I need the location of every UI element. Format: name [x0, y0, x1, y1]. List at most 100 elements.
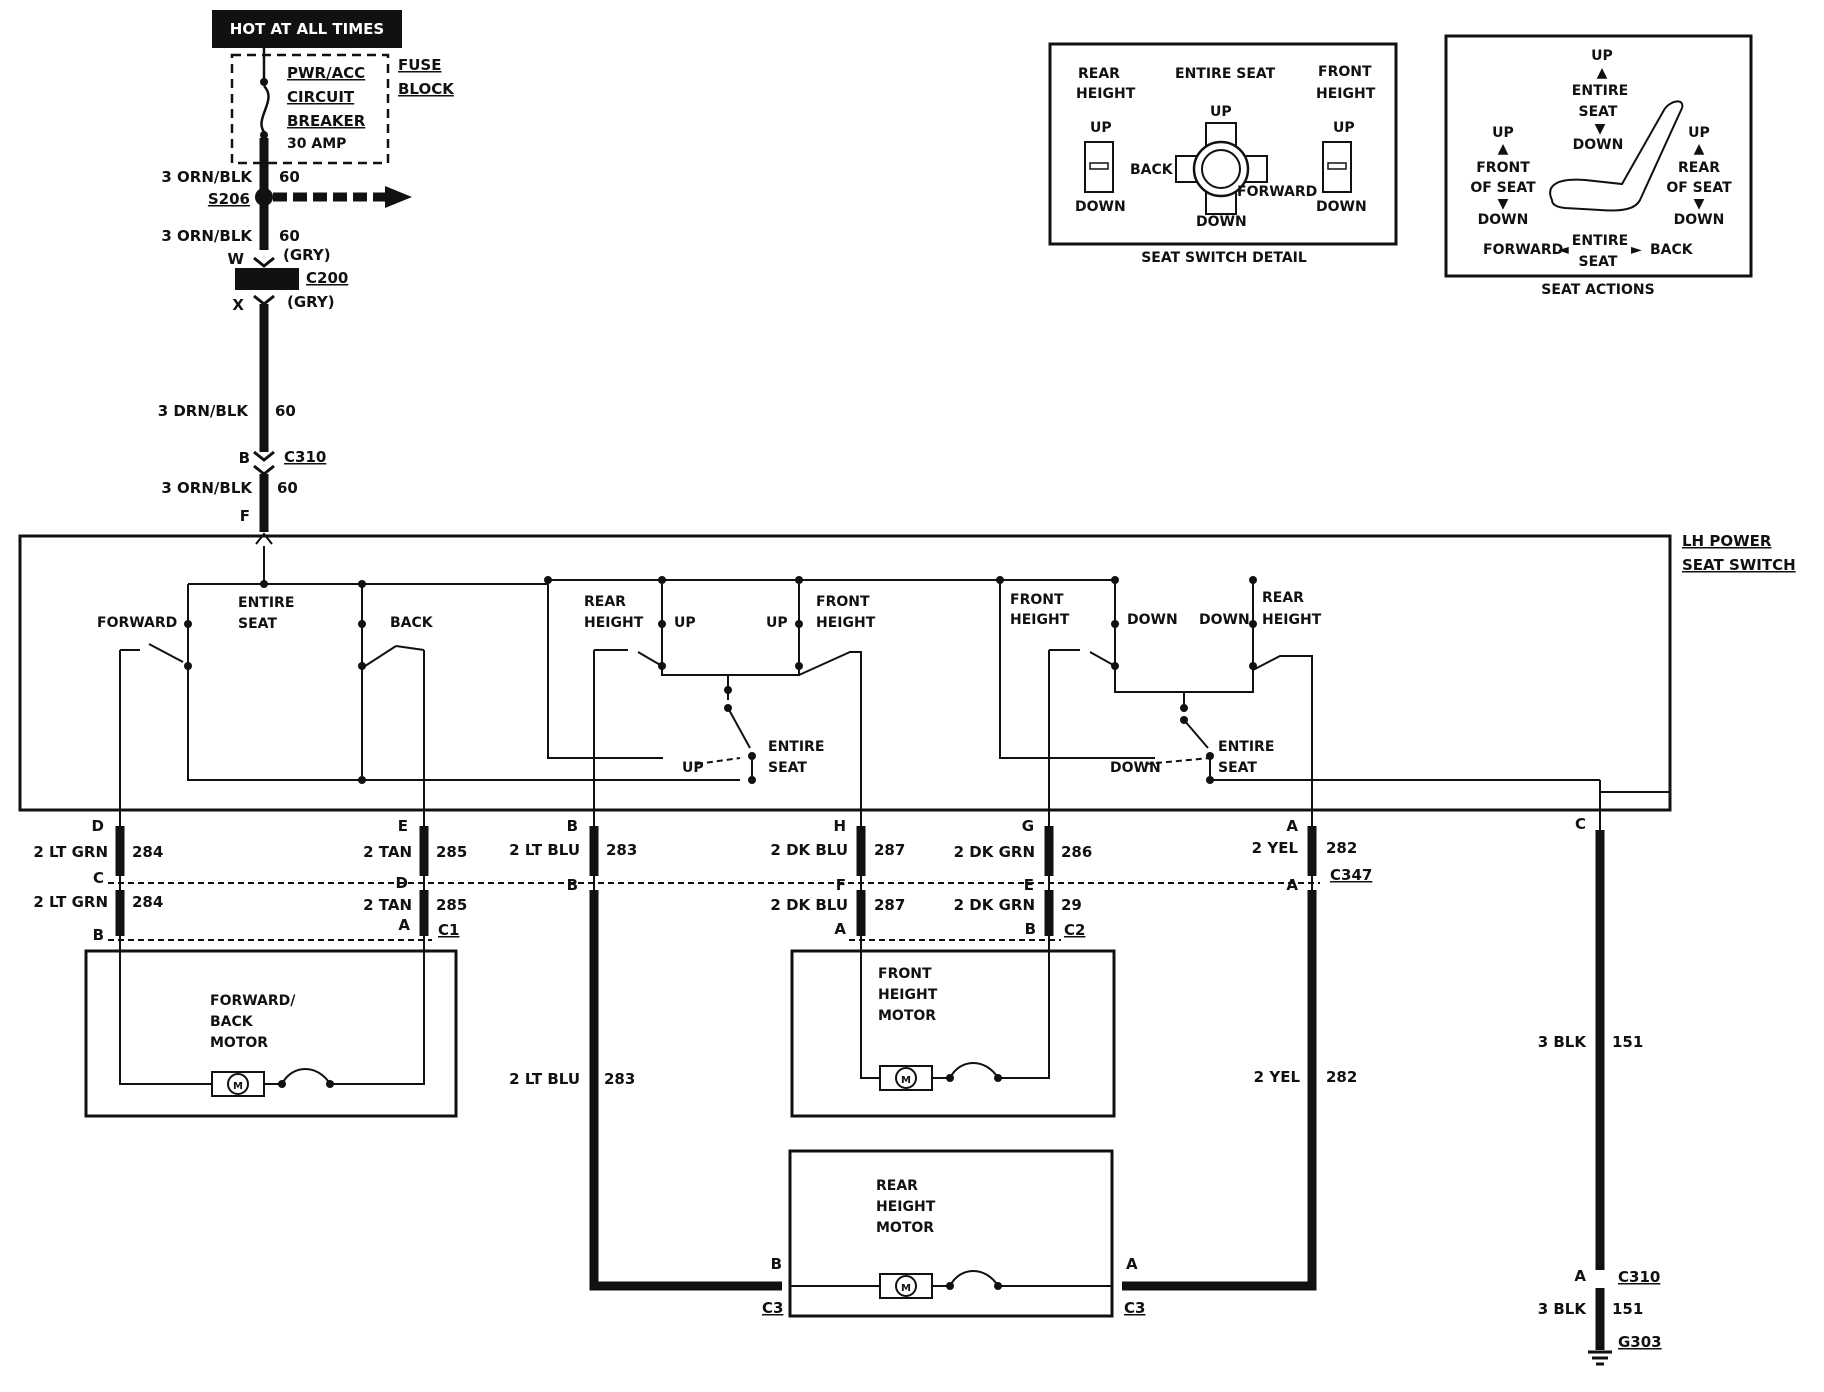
w29-label: 2 DK GRN: [954, 896, 1035, 914]
switch-rear-2: REAR: [1262, 590, 1304, 606]
ground-g303: G303: [1618, 1333, 1662, 1351]
detail-entire-up: UP: [1210, 104, 1232, 120]
w284-num-2: 284: [132, 893, 163, 911]
pin-c-switch: C: [1575, 815, 1586, 833]
w151-label-1: 3 BLK: [1538, 1033, 1588, 1051]
front-motor-l1: FRONT: [878, 966, 932, 982]
svg-text:▲: ▲: [1694, 141, 1705, 157]
rear-height-toggle: [1084, 141, 1114, 193]
switch-entire-1: ENTIRE: [238, 595, 294, 611]
switch-up-3: UP: [682, 760, 704, 776]
pin-e-c347: E: [1024, 876, 1034, 894]
seat-switch-detail: REAR HEIGHT ENTIRE SEAT FRONT HEIGHT UP …: [1048, 42, 1398, 266]
fwd-motor-l2: BACK: [210, 1014, 254, 1030]
detail-back: BACK: [1130, 162, 1174, 178]
svg-text:▼: ▼: [1694, 196, 1705, 212]
actions-entire-down: DOWN: [1573, 137, 1624, 153]
switch-box: [18, 534, 1672, 812]
breaker-label-1: PWR/ACC: [287, 64, 365, 82]
rear-motor-l2: HEIGHT: [876, 1199, 936, 1215]
w285-num-1: 285: [436, 843, 467, 861]
pin-b-c3: B: [771, 1255, 782, 1273]
detail-forward: FORWARD: [1237, 184, 1317, 200]
switch-entire-2: ENTIRE: [768, 739, 824, 755]
seat-outline: [1549, 100, 1684, 212]
connector-c1: C1: [438, 921, 459, 939]
detail-rear-down: DOWN: [1075, 199, 1126, 215]
switch-rear-1: REAR: [584, 594, 626, 610]
switch-pin-f: F: [240, 507, 250, 525]
switch-seat-2: SEAT: [768, 760, 807, 776]
fuse-block-label-1: FUSE: [398, 56, 441, 74]
switch-height-1: HEIGHT: [584, 615, 644, 631]
switch-forward: FORWARD: [97, 615, 177, 631]
motor-m-3: M: [901, 1283, 911, 1294]
pin-a-c3: A: [1126, 1255, 1138, 1273]
w287-num-2: 287: [874, 896, 905, 914]
w151-num-1: 151: [1612, 1033, 1643, 1051]
switch-front-2: FRONT: [1010, 592, 1064, 608]
pin-a-c347: A: [1286, 876, 1298, 894]
motor-m-2: M: [901, 1075, 911, 1086]
switch-entire-3: ENTIRE: [1218, 739, 1274, 755]
switch-back: BACK: [390, 615, 434, 631]
actions-front-down: DOWN: [1478, 212, 1529, 228]
circuit-60-top: 60: [279, 168, 300, 186]
forward-back-motor: M FORWARD/ BACK MOTOR: [84, 949, 458, 1118]
pin-a-c1: A: [398, 916, 410, 934]
switch-title-1: LH POWER: [1682, 532, 1772, 550]
front-height-motor-box: [790, 949, 1116, 1118]
actions-rear: REAR: [1678, 160, 1720, 176]
w283-label-2: 2 LT BLU: [509, 1070, 580, 1088]
switch-up-1: UP: [674, 615, 696, 631]
w287-label-2: 2 DK BLU: [770, 896, 848, 914]
w285-num-2: 285: [436, 896, 467, 914]
actions-front-up: UP: [1492, 125, 1514, 141]
actions-of-seat-front: OF SEAT: [1470, 180, 1536, 196]
breaker-label-3: BREAKER: [287, 112, 366, 130]
c200-gry-bottom: (GRY): [287, 293, 335, 311]
wire-orn-blk-top: 3 ORN/BLK: [161, 168, 253, 186]
detail-rear-height: HEIGHT: [1076, 86, 1136, 102]
fuse-block-box: [230, 53, 390, 165]
pin-e-switch: E: [398, 817, 408, 835]
svg-text:▲: ▲: [1498, 141, 1509, 157]
circuit-60-2: 60: [279, 227, 300, 245]
w151-num-2: 151: [1612, 1300, 1643, 1318]
pin-b-c347: B: [567, 876, 578, 894]
fwd-motor-l3: MOTOR: [210, 1035, 268, 1051]
front-height-motor: M FRONT HEIGHT MOTOR: [790, 949, 1116, 1118]
w282-label-1: 2 YEL: [1252, 839, 1299, 857]
switch-height-3: HEIGHT: [1010, 612, 1070, 628]
splice-label: S206: [208, 190, 250, 208]
actions-entire-bottom: ENTIRE: [1572, 233, 1628, 249]
svg-text:▲: ▲: [1597, 65, 1608, 81]
pin-d-c347: D: [396, 874, 408, 892]
svg-text:◄: ◄: [1558, 242, 1569, 258]
forward-back-motor-box: [84, 949, 458, 1118]
pin-h-switch: H: [833, 817, 846, 835]
connector-c3-left: C3: [762, 1299, 783, 1317]
connector-c3-right: C3: [1124, 1299, 1145, 1317]
circuit-60-4: 60: [277, 479, 298, 497]
svg-text:▼: ▼: [1498, 196, 1509, 212]
c200-gry-top: (GRY): [283, 246, 331, 264]
switch-title-2: SEAT SWITCH: [1682, 556, 1796, 574]
front-motor-l2: HEIGHT: [878, 987, 938, 1003]
w286-label: 2 DK GRN: [954, 843, 1035, 861]
w285-label-2: 2 TAN: [363, 896, 412, 914]
rear-height-motor: M REAR HEIGHT MOTOR: [788, 1149, 1114, 1318]
wire-drn-blk: 3 DRN/BLK: [158, 402, 250, 420]
switch-down-3: DOWN: [1110, 760, 1161, 776]
w284-num-1: 284: [132, 843, 163, 861]
circuit-60-3: 60: [275, 402, 296, 420]
switch-seat-3: SEAT: [1218, 760, 1257, 776]
front-height-toggle: [1322, 141, 1352, 193]
pin-g-switch: G: [1022, 817, 1034, 835]
w282-num-1: 282: [1326, 839, 1357, 857]
switch-height-2: HEIGHT: [816, 615, 876, 631]
seat-switch-detail-box: [1048, 42, 1398, 246]
lh-power-seat-switch: LH POWER SEAT SWITCH: [18, 532, 1796, 812]
seat-switch-detail-title: SEAT SWITCH DETAIL: [1141, 250, 1307, 266]
hot-at-all-times-banner: [212, 10, 402, 48]
